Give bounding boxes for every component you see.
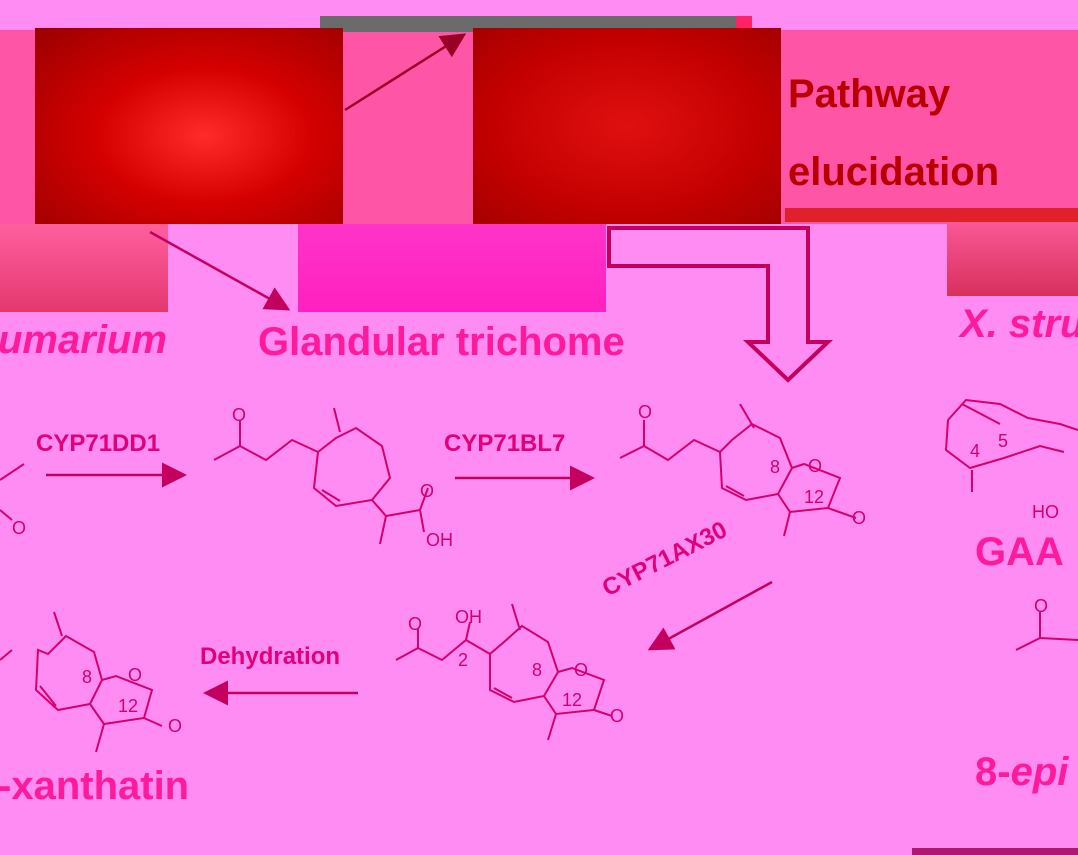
structure-acid: [213, 407, 429, 545]
leaf-photo-left: [0, 224, 168, 312]
atom-o-10: O: [610, 706, 625, 726]
atom-o-3: O: [12, 518, 27, 538]
num-4: 4: [970, 441, 981, 461]
atom-o-11: O: [128, 665, 143, 685]
num-12-a: 12: [804, 487, 825, 507]
atom-o-4: O: [638, 402, 653, 422]
trichome-micrograph: [473, 28, 781, 224]
bottom-bar: [912, 848, 1078, 855]
num-8-c: 8: [82, 667, 93, 687]
gaa-label: GAA: [975, 530, 1064, 574]
big-down-arrow: [607, 226, 834, 383]
trichome-photo-lower: [298, 224, 606, 312]
num-12-c: 12: [118, 696, 139, 716]
atom-o-12: O: [168, 716, 183, 736]
num-8-a: 8: [770, 457, 781, 477]
enzyme-cyp71bl7: CYP71BL7: [444, 430, 566, 457]
species-left-label: umarium: [0, 318, 167, 362]
structure-lactone-2: [395, 603, 613, 741]
arrow-photo-to-trichome: [149, 230, 291, 311]
arrow-step3: [647, 580, 773, 651]
trichome-label: Glandular trichome: [258, 320, 625, 364]
leaf-photo-right: [947, 210, 1078, 296]
pathway-title-line2: elucidation: [788, 150, 1000, 194]
enzyme-cyp71dd1: CYP71DD1: [36, 430, 161, 457]
plant-photo: [35, 28, 343, 224]
atom-oh-2: OH: [455, 607, 482, 627]
product-left-label: -xanthatin: [0, 764, 190, 808]
structure-xanthatin: [0, 611, 163, 753]
atom-ho: HO: [1032, 502, 1059, 522]
atom-o-6: O: [852, 508, 867, 528]
num-5: 5: [998, 431, 1009, 451]
num-8-b: 8: [532, 660, 543, 680]
divider-band: [785, 208, 1078, 222]
arrow-photo-to-micrograph: [344, 33, 467, 112]
structure-right-ring: [944, 398, 1078, 492]
atom-o-5: O: [808, 456, 823, 476]
species-right-label: X. stru: [960, 302, 1078, 346]
structure-lactone-1: [619, 403, 857, 537]
product-right-label: 8-epi: [975, 750, 1069, 794]
atom-o-9: O: [574, 660, 589, 680]
num-12-b: 12: [562, 690, 583, 710]
num-2: 2: [458, 650, 469, 670]
dehydration-label: Dehydration: [200, 643, 341, 670]
structure-right-lower: [1015, 612, 1078, 651]
atom-oh-1: OH: [426, 530, 453, 550]
structure-left-partial: [0, 463, 25, 521]
atom-o-7: O: [1034, 596, 1049, 616]
atom-o-1: O: [232, 405, 247, 425]
pathway-title-line1: Pathway: [788, 72, 951, 116]
